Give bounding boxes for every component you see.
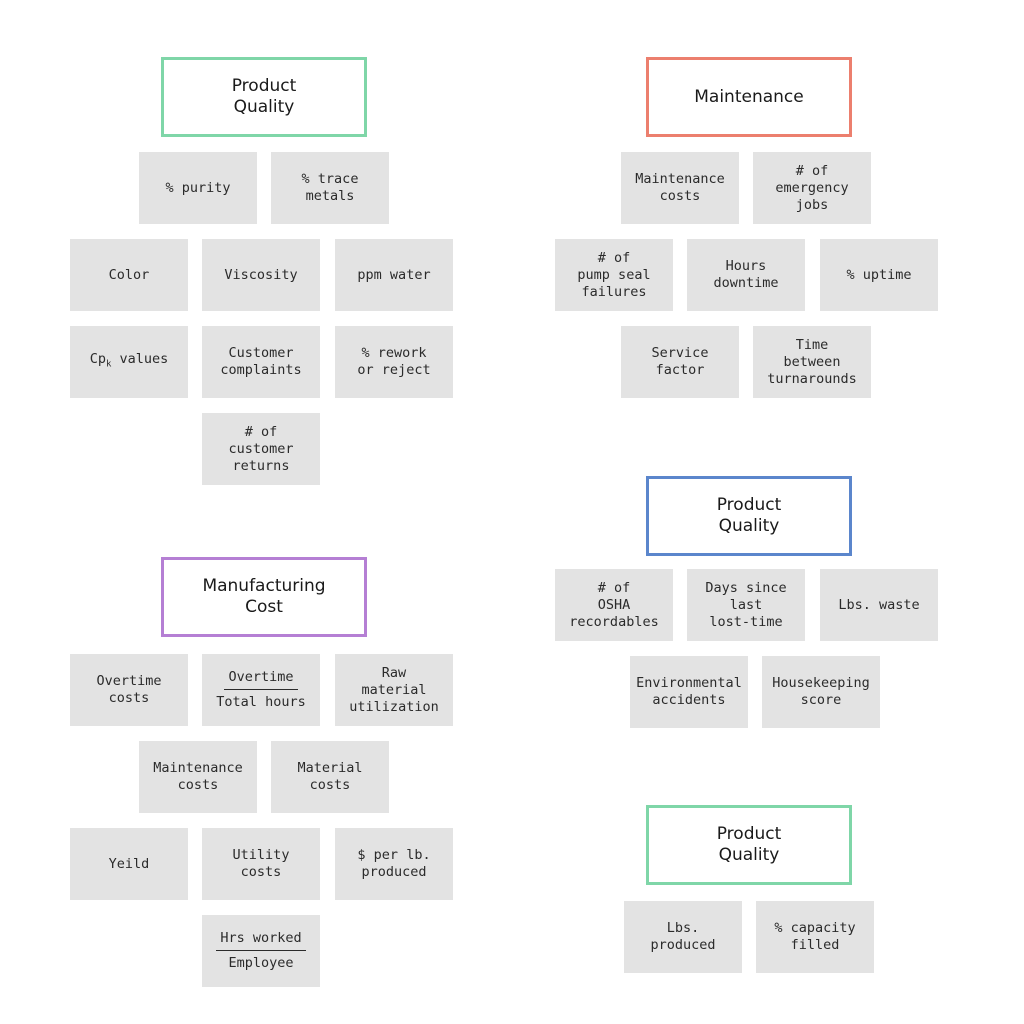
metric-per-lb-produced: $ per lb. produced — [335, 828, 453, 900]
metric-maintenance-costs-mfg: Maintenance costs — [139, 741, 257, 813]
metric-material-costs: Material costs — [271, 741, 389, 813]
metric-service-factor: Service factor — [621, 326, 739, 398]
metric-pump-seal-failures: # of pump seal failures — [555, 239, 673, 311]
cpk-subscript: k — [105, 359, 112, 370]
header-product-quality-1: Product Quality — [161, 57, 367, 137]
metric-maintenance-costs: Maintenance costs — [621, 152, 739, 224]
header-maintenance: Maintenance — [646, 57, 852, 137]
hrs-worked-numerator: Hrs worked — [216, 930, 306, 951]
metric-capacity-filled: % capacity filled — [756, 901, 874, 973]
metric-color: Color — [70, 239, 188, 311]
metric-purity: % purity — [139, 152, 257, 224]
metric-lbs-produced: Lbs. produced — [624, 901, 742, 973]
metric-trace-metals: % trace metals — [271, 152, 389, 224]
metric-days-since-lost-time: Days since last lost-time — [687, 569, 805, 641]
header-product-quality-2: Product Quality — [646, 476, 852, 556]
overtime-denominator: Total hours — [216, 694, 306, 710]
metric-utility-costs: Utility costs — [202, 828, 320, 900]
metric-customer-returns: # of customer returns — [202, 413, 320, 485]
cpk-base: Cp — [89, 350, 106, 367]
metric-ppm-water: ppm water — [335, 239, 453, 311]
metric-rework: % rework or reject — [335, 326, 453, 398]
metric-hours-downtime: Hours downtime — [687, 239, 805, 311]
metric-time-between-turnarounds: Time between turnarounds — [753, 326, 871, 398]
hrs-worked-denominator: Employee — [228, 955, 294, 971]
metric-emergency-jobs: # of emergency jobs — [753, 152, 871, 224]
metric-uptime: % uptime — [820, 239, 938, 311]
metric-customer-complaints: Customer complaints — [202, 326, 320, 398]
metric-cpk-values: Cpk values — [70, 326, 188, 398]
header-product-quality-3: Product Quality — [646, 805, 852, 885]
cpk-rest: values — [111, 350, 169, 367]
metric-raw-material-utilization: Raw material utilization — [335, 654, 453, 726]
metric-osha-recordables: # of OSHA recordables — [555, 569, 673, 641]
metric-hrs-worked-ratio: Hrs worked Employee — [202, 915, 320, 987]
metric-yeild: Yeild — [70, 828, 188, 900]
metric-overtime-costs: Overtime costs — [70, 654, 188, 726]
metric-lbs-waste: Lbs. waste — [820, 569, 938, 641]
metric-environmental-accidents: Environmental accidents — [630, 656, 748, 728]
metric-viscosity: Viscosity — [202, 239, 320, 311]
overtime-numerator: Overtime — [224, 669, 298, 690]
metric-housekeeping-score: Housekeeping score — [762, 656, 880, 728]
header-manufacturing-cost: Manufacturing Cost — [161, 557, 367, 637]
metric-overtime-ratio: Overtime Total hours — [202, 654, 320, 726]
